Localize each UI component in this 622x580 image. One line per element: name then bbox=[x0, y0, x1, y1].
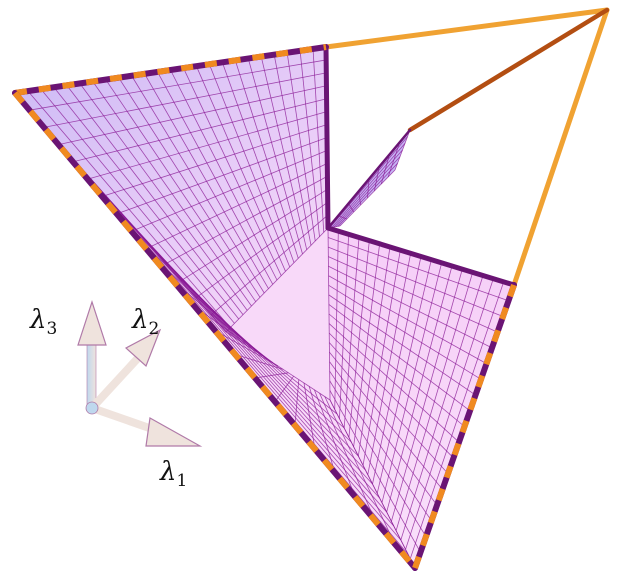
right-face-surface bbox=[328, 228, 514, 568]
edge-top-left-to-apex bbox=[323, 7, 610, 50]
surface-mesh bbox=[14, 46, 515, 569]
edge-center-inner bbox=[326, 128, 412, 230]
dashed-edge-top bbox=[12, 44, 329, 96]
axis-label-lambda3: λ3 bbox=[29, 305, 57, 339]
dashed-edge-left bbox=[12, 90, 418, 571]
tetrahedron-back-edges bbox=[323, 7, 610, 288]
edge-apex-to-center bbox=[407, 7, 610, 133]
edge-center-to-right bbox=[325, 225, 517, 288]
axes-indicator: λ3 λ2 λ1 bbox=[29, 300, 203, 491]
edge-vertical-front bbox=[323, 44, 331, 231]
axis-arrow-lambda2 bbox=[88, 328, 162, 412]
tetrahedron-front-edges bbox=[12, 44, 517, 571]
dashed-edge-right bbox=[412, 282, 517, 571]
axis-label-lambda2: λ2 bbox=[131, 305, 159, 339]
edge-apex-to-right bbox=[511, 7, 610, 288]
mesh-lower-left bbox=[14, 92, 416, 569]
axis-label-lambda1: λ1 bbox=[159, 457, 187, 491]
axis-arrow-lambda1 bbox=[88, 404, 203, 447]
mesh-left-face bbox=[14, 46, 329, 333]
